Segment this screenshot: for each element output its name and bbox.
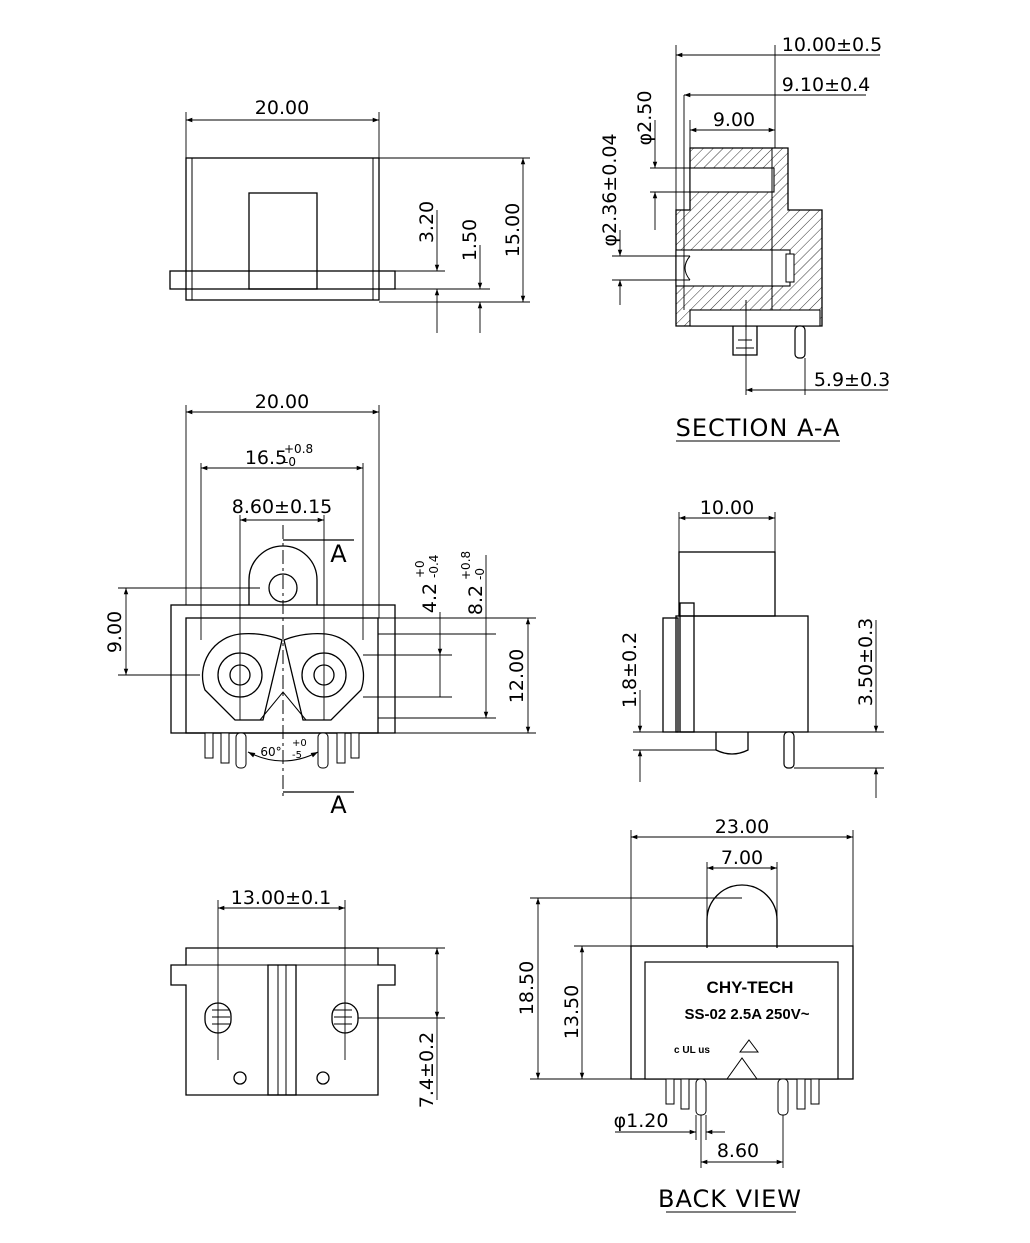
section-5-9-dim: 5.9±0.3 xyxy=(814,369,890,391)
back-dia-1-20: φ1.20 xyxy=(614,1110,669,1132)
side-width-dim: 10.00 xyxy=(700,497,754,519)
side-3-50-dim: 3.50±0.3 xyxy=(855,618,877,706)
section-dia-2-50: φ2.50 xyxy=(634,91,656,146)
front-8-60-dim: 8.60±0.15 xyxy=(232,496,333,518)
front-12-dim: 12.00 xyxy=(506,649,528,703)
top-width-dim: 20.00 xyxy=(255,97,309,119)
back-ul-mark: c UL us xyxy=(674,1045,710,1056)
back-brand: CHY-TECH xyxy=(707,978,794,997)
front-9-dim: 9.00 xyxy=(104,611,126,653)
front-4-2-base: 4.2 xyxy=(419,583,441,613)
front-16-5-base: 16.5 xyxy=(245,447,287,469)
side-view: 10.00 1.8±0.2 3.50±0.3 xyxy=(619,497,884,798)
back-7-dim: 7.00 xyxy=(721,847,763,869)
front-8-2-base: 8.2 xyxy=(465,585,487,615)
front-8-2-sup: +0.8 xyxy=(459,551,473,580)
back-width-dim: 23.00 xyxy=(715,816,769,838)
section-label: SECTION A-A xyxy=(676,414,841,442)
front-16-5-sub: -0 xyxy=(284,455,296,469)
section-a-a: 10.00±0.5 9.10±0.4 9.00 φ2.50 φ2.36±0.04… xyxy=(599,34,890,442)
front-8-2-sub: -0 xyxy=(473,568,487,580)
front-4-2-sub: -0.4 xyxy=(427,555,441,578)
top-1-50-dim: 1.50 xyxy=(459,219,481,261)
top-3-20-dim: 3.20 xyxy=(416,201,438,243)
back-13-5-dim: 13.50 xyxy=(561,985,583,1039)
bottom-view: 13.00±0.1 7.4±0.2 xyxy=(170,887,445,1108)
bottom-width-dim: 13.00±0.1 xyxy=(231,887,332,909)
front-angle-sub: -5 xyxy=(292,750,302,761)
top-height-dim: 15.00 xyxy=(502,203,524,257)
front-angle-base: 60° xyxy=(260,745,281,759)
front-angle-sup: +0 xyxy=(292,738,307,749)
back-view-label: BACK VIEW xyxy=(658,1185,802,1213)
front-4-2-sup: +0 xyxy=(413,560,427,578)
front-16-5-sup: +0.8 xyxy=(284,442,313,456)
section-9-10-dim: 9.10±0.4 xyxy=(782,74,870,96)
section-9-dim: 9.00 xyxy=(713,109,755,131)
section-mark-top: A xyxy=(330,540,347,568)
back-18-5-dim: 18.50 xyxy=(516,961,538,1015)
top-view: 20.00 3.20 1.50 15.00 xyxy=(169,97,530,333)
front-view: 60° +0 -5 20.00 16.5 +0.8 -0 8.60±0.15 A… xyxy=(104,391,536,819)
front-width-dim: 20.00 xyxy=(255,391,309,413)
bottom-height-dim: 7.4±0.2 xyxy=(416,1032,438,1108)
back-pitch-dim: 8.60 xyxy=(717,1140,759,1162)
vde-triangle-icon xyxy=(739,1039,759,1053)
section-dia-2-36: φ2.36±0.04 xyxy=(599,133,621,246)
side-1-8-dim: 1.8±0.2 xyxy=(619,632,641,708)
back-view: CHY-TECH SS-02 2.5A 250V~ c UL us 23.00 … xyxy=(516,816,854,1213)
section-mark-bottom: A xyxy=(330,791,347,819)
back-model: SS-02 2.5A 250V~ xyxy=(685,1006,810,1023)
section-10-dim: 10.00±0.5 xyxy=(782,34,883,56)
